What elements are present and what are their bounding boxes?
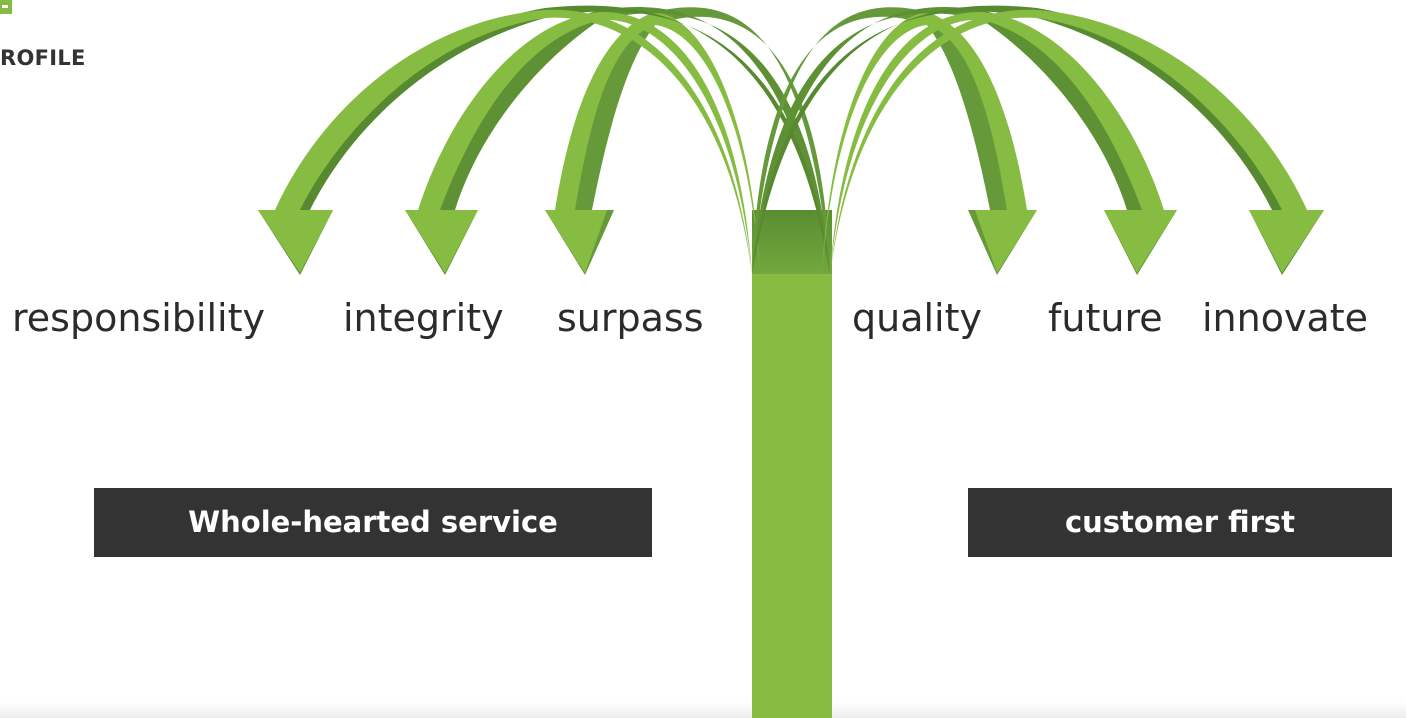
trunk: [752, 272, 832, 718]
logo-mark-icon: [0, 0, 12, 14]
arrow-responsibility: [258, 5, 830, 276]
arrow-future: [752, 7, 1177, 276]
arrow-quality: [752, 7, 1037, 276]
arrow-integrity: [405, 7, 830, 276]
value-quality: quality: [852, 296, 982, 340]
value-future: future: [1048, 296, 1163, 340]
value-innovate: innovate: [1202, 296, 1369, 340]
motto-left: Whole-hearted service: [94, 488, 652, 557]
value-surpass: surpass: [557, 296, 704, 340]
arrow-innovate: [752, 5, 1324, 276]
motto-right: customer first: [968, 488, 1392, 557]
value-integrity: integrity: [343, 296, 504, 340]
section-label: ROFILE: [0, 46, 86, 70]
value-responsibility: responsibility: [12, 296, 265, 340]
arrow-surpass: [545, 7, 830, 276]
footer-band: [0, 702, 1406, 718]
trunk-top-shade: [752, 210, 832, 274]
